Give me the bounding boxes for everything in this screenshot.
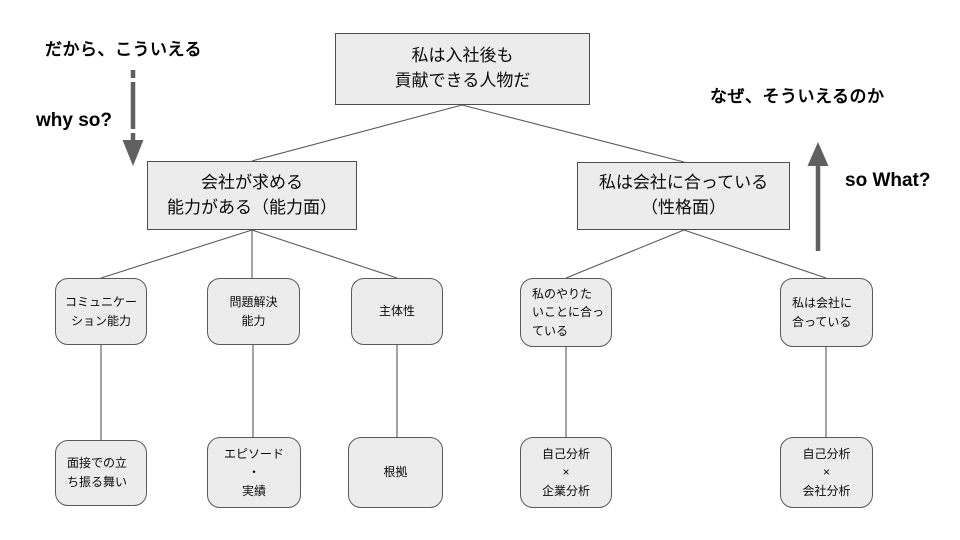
- node-fits-company: 私は会社に 合っている: [780, 278, 873, 347]
- node-problem-solving: 問題解決 能力: [207, 278, 300, 345]
- down-arrow-icon: [122, 70, 144, 166]
- node-ability: 会社が求める 能力がある（能力面）: [147, 161, 357, 230]
- conclusion-annotation: だから、こういえる: [45, 40, 202, 59]
- node-initiative: 主体性: [351, 278, 443, 345]
- node-matches-goals: 私のやりた いことに合っ ている: [520, 278, 612, 347]
- node-evidence: 根拠: [348, 437, 443, 508]
- node-personality: 私は会社に合っている （性格面）: [577, 162, 790, 230]
- node-self-x-company-analysis: 自己分析 × 会社分析: [780, 437, 873, 508]
- why-so-label: why so?: [36, 110, 113, 131]
- tree-edges: [100, 104, 827, 440]
- node-episode-achievements: エピソード ・ 実績: [207, 437, 301, 508]
- node-self-x-industry-analysis: 自己分析 × 企業分析: [520, 437, 612, 508]
- node-root: 私は入社後も 貢献できる人物だ: [335, 33, 590, 105]
- reason-annotation: なぜ、そういえるのか: [710, 87, 885, 106]
- node-communication: コミュニケー ション能力: [55, 278, 147, 345]
- up-arrow-icon: [807, 142, 829, 251]
- node-interview-behavior: 面接での立 ち振る舞い: [55, 440, 147, 506]
- so-what-label: so What?: [845, 170, 931, 191]
